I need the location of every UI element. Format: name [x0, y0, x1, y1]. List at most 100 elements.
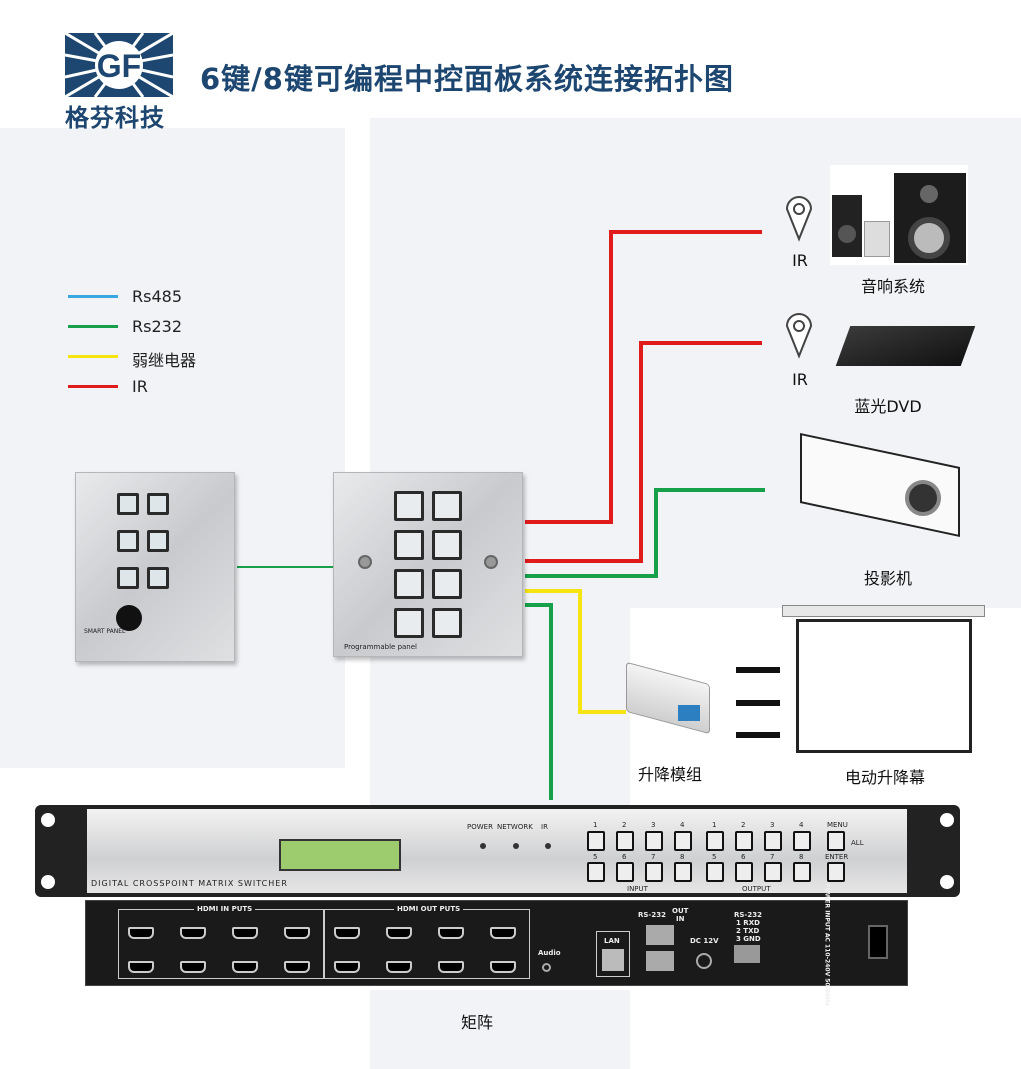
- menu-button[interactable]: [827, 831, 845, 851]
- projector-label: 投影机: [863, 569, 913, 588]
- matrix-model: DIGITAL CROSSPOINT MATRIX SWITCHER: [91, 879, 288, 888]
- rs232-terminal-label: RS-232: [734, 911, 762, 919]
- ir-emitter-icon: [785, 196, 813, 242]
- key-num: 3: [651, 821, 656, 829]
- ir-label: IR: [792, 251, 808, 270]
- hdmi-port[interactable]: [180, 927, 206, 939]
- legend-line-relay: [68, 355, 118, 358]
- input-key[interactable]: [674, 831, 692, 851]
- panel-key[interactable]: [432, 569, 462, 599]
- dc-jack[interactable]: [696, 953, 712, 969]
- input-key[interactable]: [616, 862, 634, 882]
- hdmi-port[interactable]: [232, 927, 258, 939]
- audio-jack[interactable]: [542, 963, 551, 972]
- connector-bar: [736, 700, 780, 706]
- hdmi-port[interactable]: [490, 927, 516, 939]
- hdmi-port[interactable]: [128, 927, 154, 939]
- panel-brand: SMART PANEL: [84, 628, 126, 635]
- out-label: OUT: [672, 907, 689, 915]
- lan-port[interactable]: [602, 949, 624, 971]
- six-key-panel: SMART PANEL: [75, 472, 235, 662]
- hdmi-port[interactable]: [284, 961, 310, 973]
- volume-knob[interactable]: [116, 605, 142, 631]
- dc-label: DC 12V: [690, 937, 719, 945]
- input-key[interactable]: [645, 862, 663, 882]
- hdmi-port[interactable]: [386, 927, 412, 939]
- panel-key[interactable]: [117, 530, 139, 552]
- hdmi-out-label: HDMI OUT PUTS: [394, 905, 464, 913]
- hdmi-port[interactable]: [438, 961, 464, 973]
- enter-label: ENTER: [825, 853, 849, 861]
- rs232-port[interactable]: [646, 951, 674, 971]
- relay-line-lift: [525, 589, 626, 714]
- key-num: 8: [680, 853, 685, 861]
- terminal-block[interactable]: [734, 945, 760, 963]
- all-label: ALL: [851, 839, 864, 847]
- panel-key[interactable]: [147, 493, 169, 515]
- hdmi-port[interactable]: [490, 961, 516, 973]
- panel-key[interactable]: [394, 569, 424, 599]
- key-num: 2: [622, 821, 627, 829]
- key-num: 2: [741, 821, 746, 829]
- output-key[interactable]: [735, 831, 753, 851]
- key-num: 6: [741, 853, 746, 861]
- hdmi-port[interactable]: [128, 961, 154, 973]
- output-key[interactable]: [706, 862, 724, 882]
- ir-line-dvd: [525, 341, 762, 563]
- screen-label: 电动升降幕: [844, 768, 926, 787]
- output-key[interactable]: [793, 831, 811, 851]
- menu-label: MENU: [827, 821, 848, 829]
- lcd-display: [279, 839, 401, 871]
- output-key[interactable]: [764, 831, 782, 851]
- panel-key[interactable]: [432, 530, 462, 560]
- input-key[interactable]: [616, 831, 634, 851]
- input-label: INPUT: [627, 885, 648, 893]
- hdmi-port[interactable]: [334, 927, 360, 939]
- ir-line-speakers: [525, 230, 762, 524]
- input-key[interactable]: [587, 862, 605, 882]
- screw-icon: [484, 555, 498, 569]
- input-key[interactable]: [674, 862, 692, 882]
- power-input-label: POWER INPUT AC 110-240V 50/60Hz: [823, 883, 831, 1006]
- output-key[interactable]: [764, 862, 782, 882]
- output-key[interactable]: [706, 831, 724, 851]
- key-num: 4: [799, 821, 804, 829]
- panel-key[interactable]: [432, 608, 462, 638]
- bg-block: [370, 990, 630, 1069]
- panel-key[interactable]: [117, 493, 139, 515]
- hdmi-port[interactable]: [438, 927, 464, 939]
- legend-label: Rs485: [132, 287, 182, 306]
- led-label-ir: IR: [541, 823, 548, 831]
- led-label-power: POWER: [467, 823, 493, 831]
- hdmi-port[interactable]: [386, 961, 412, 973]
- hdmi-port[interactable]: [284, 927, 310, 939]
- panel-key[interactable]: [147, 567, 169, 589]
- output-key[interactable]: [735, 862, 753, 882]
- rs232-port[interactable]: [646, 925, 674, 945]
- enter-button[interactable]: [827, 862, 845, 882]
- led-ir: [545, 843, 551, 849]
- panel-key[interactable]: [432, 491, 462, 521]
- panel-key[interactable]: [117, 567, 139, 589]
- ir-label: IR: [792, 370, 808, 389]
- rs232-line-projector: [525, 488, 765, 578]
- input-key[interactable]: [587, 831, 605, 851]
- rs232-line-matrix: [525, 603, 553, 800]
- speaker-system-image: [830, 165, 968, 265]
- panel-key[interactable]: [147, 530, 169, 552]
- power-switch[interactable]: [868, 925, 888, 959]
- panel-key[interactable]: [394, 491, 424, 521]
- hdmi-port[interactable]: [334, 961, 360, 973]
- matrix-front-panel: DIGITAL CROSSPOINT MATRIX SWITCHER POWER…: [35, 805, 960, 897]
- key-num: 5: [593, 853, 598, 861]
- panel-key[interactable]: [394, 608, 424, 638]
- key-num: 4: [680, 821, 685, 829]
- hdmi-port[interactable]: [232, 961, 258, 973]
- screw-icon: [358, 555, 372, 569]
- panel-key[interactable]: [394, 530, 424, 560]
- output-key[interactable]: [793, 862, 811, 882]
- input-key[interactable]: [645, 831, 663, 851]
- hdmi-port[interactable]: [180, 961, 206, 973]
- company-logo: GF: [65, 33, 173, 97]
